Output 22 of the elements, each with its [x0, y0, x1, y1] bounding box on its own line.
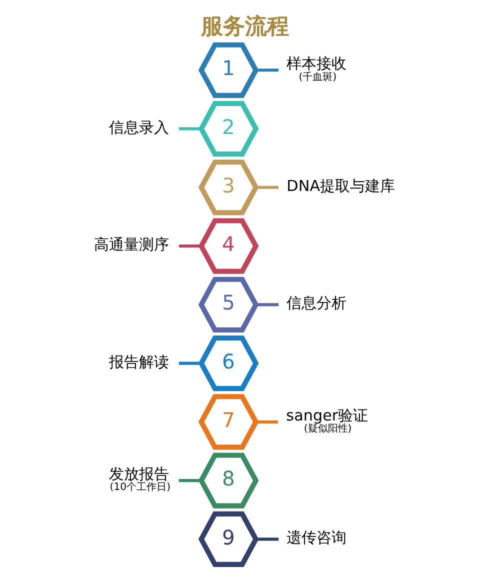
connector: [178, 479, 200, 482]
connector: [256, 68, 278, 72]
node-text: 信息分析: [286, 294, 346, 312]
connector: [178, 362, 200, 365]
connector: [178, 127, 200, 130]
node-text: 发放报告: [108, 465, 168, 484]
node-label: (疑似阳性): [303, 424, 352, 435]
node-text: 遗传咨询: [286, 528, 346, 547]
node-text: DNA提取与建库: [286, 176, 395, 195]
connector: [256, 303, 278, 306]
node-text: 报告解读: [108, 352, 168, 371]
connector: [255, 186, 278, 189]
connector: [256, 420, 278, 424]
node-text: 信息录入: [108, 118, 168, 136]
node-label: (10个工作日): [109, 482, 170, 494]
node-label: (千血斑): [298, 72, 336, 83]
connector: [256, 538, 278, 541]
node-text: 样本接收: [286, 54, 346, 73]
diagram-title: 服务流程: [200, 13, 289, 40]
node-text: 高通量测序: [94, 236, 169, 254]
node-text: sanger验证: [286, 406, 368, 424]
connector: [178, 244, 201, 248]
